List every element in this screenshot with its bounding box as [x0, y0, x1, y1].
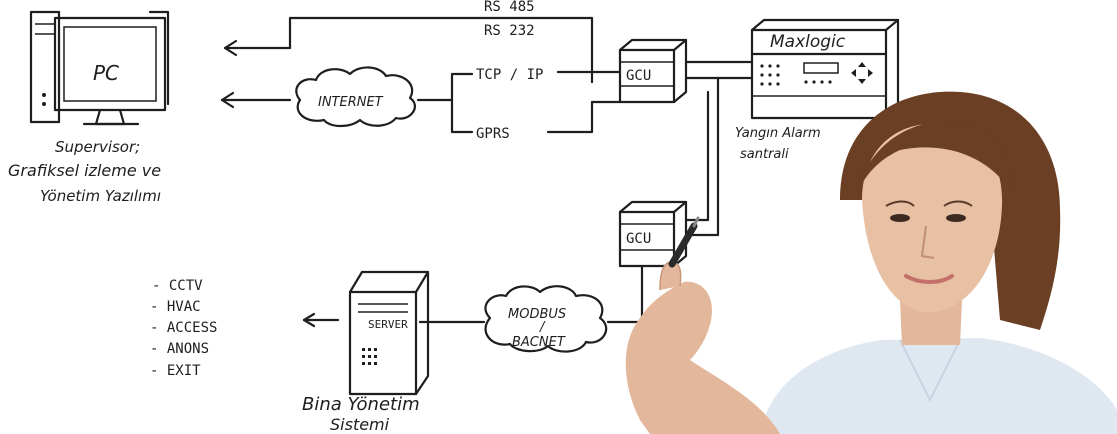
- internet-label: INTERNET: [318, 95, 384, 110]
- pc-monitor: [53, 16, 167, 112]
- gcu-bottom-label: GCU: [626, 231, 651, 247]
- gprs-line: [546, 100, 622, 134]
- bacnet-label: BACNET: [512, 335, 566, 350]
- gcu-top-label: GCU: [626, 68, 651, 84]
- systems-list: - CCTV - HVAC - ACCESS - ANONS - EXIT: [150, 278, 217, 379]
- pc-caption-line1: Supervisor;: [55, 138, 140, 156]
- systems-item: - ACCESS: [150, 320, 217, 336]
- gcu-bottom-box: GCU: [618, 200, 688, 268]
- panel-navigation-arrows: [851, 62, 873, 84]
- gprs-label: GPRS: [476, 126, 510, 142]
- server-tower: SERVER: [348, 270, 430, 396]
- gcu-to-modbus-line: [606, 264, 644, 324]
- server-caption-line1: Bina Yönetim: [302, 394, 420, 415]
- pen: [668, 222, 698, 268]
- systems-item: - CCTV: [152, 278, 203, 294]
- woman-hand: [625, 281, 780, 434]
- server-caption-line2: Sistemi: [330, 415, 390, 434]
- panel-caption-line1: Yangın Alarm: [735, 126, 821, 141]
- rs485-label: RS 485: [484, 0, 535, 15]
- pc-tower: [29, 10, 61, 124]
- pc-computer: PC: [29, 10, 170, 126]
- systems-item: - HVAC: [150, 299, 201, 315]
- gcu-top-to-panel-lines: [684, 60, 754, 80]
- woman-photo: [625, 91, 1117, 434]
- server-vents: [362, 348, 377, 365]
- modbus-separator: /: [539, 320, 546, 335]
- woman-face: [862, 123, 1003, 313]
- server-to-systems-arrow: [302, 312, 340, 328]
- modbus-label: MODBUS: [508, 307, 566, 322]
- internet-connection: [220, 72, 474, 134]
- woman-shirt: [760, 338, 1117, 434]
- pc-screen: [63, 26, 157, 102]
- panel-display: [803, 62, 839, 74]
- panel-to-gcu-bottom-line: [684, 76, 720, 237]
- serial-connection: [223, 16, 594, 84]
- systems-item: - ANONS: [150, 341, 209, 357]
- panel-keypad: [760, 64, 832, 86]
- pc-label: PC: [93, 61, 119, 85]
- maxlogic-panel: Maxlogic: [750, 18, 900, 120]
- panel-to-gcu-bottom-line-2: [684, 90, 710, 222]
- modbus-bacnet-cloud: MODBUS / BACNET: [484, 285, 608, 353]
- rs232-label: RS 232: [484, 23, 535, 39]
- gcu-top-box: GCU: [618, 38, 688, 104]
- systems-item: - EXIT: [150, 363, 201, 379]
- panel-caption-line2: santrali: [740, 147, 789, 162]
- server-label: SERVER: [368, 318, 408, 331]
- pc-caption-line2: Grafiksel izleme ve: [8, 161, 161, 180]
- tcpip-label: TCP / IP: [476, 67, 543, 83]
- maxlogic-brand: Maxlogic: [770, 32, 846, 52]
- pc-caption-line3: Yönetim Yazılımı: [40, 187, 161, 205]
- internet-cloud: INTERNET: [295, 66, 416, 128]
